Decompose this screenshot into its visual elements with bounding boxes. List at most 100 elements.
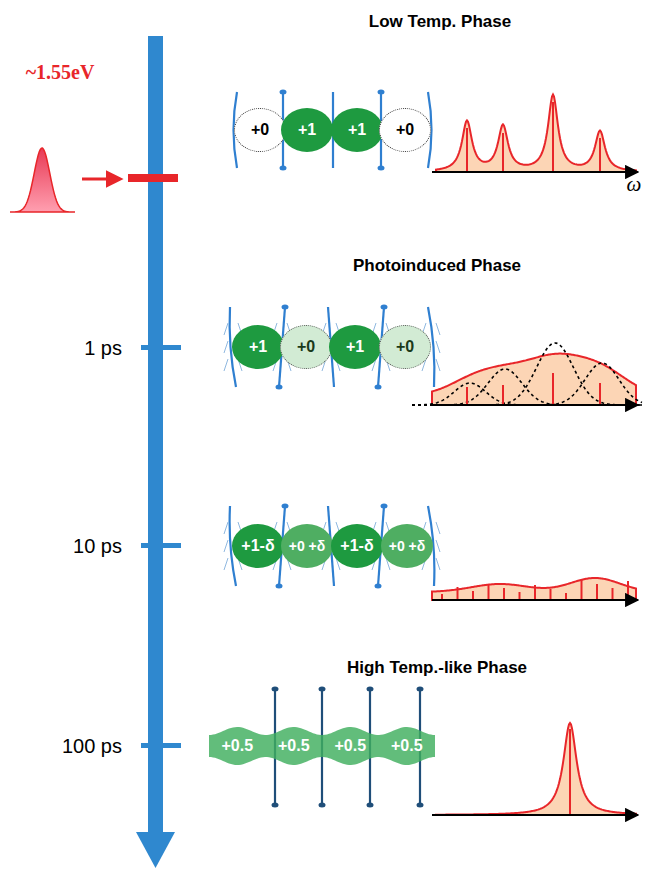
vibration-mark bbox=[436, 540, 440, 552]
frequency-axis bbox=[432, 599, 638, 601]
molecule-end bbox=[378, 166, 385, 171]
charge-value: +0 +δ bbox=[389, 538, 426, 554]
phase-heading: Low Temp. Phase bbox=[369, 12, 511, 32]
molecule-end bbox=[378, 90, 385, 95]
vibration-mark bbox=[224, 540, 228, 552]
molecule-end bbox=[282, 504, 289, 509]
vibration-mark bbox=[436, 558, 440, 570]
band-fill bbox=[209, 727, 435, 765]
vibration-mark bbox=[436, 323, 440, 335]
mode-stick bbox=[472, 591, 474, 600]
charge-value: +0.5 bbox=[221, 737, 253, 755]
frequency-axis bbox=[432, 404, 638, 406]
molecule-end bbox=[319, 803, 326, 808]
molecule-end bbox=[375, 385, 382, 390]
charge-value: +1-δ bbox=[241, 537, 274, 555]
charge-value: +1 bbox=[348, 121, 366, 139]
vibration-mark bbox=[224, 522, 228, 534]
molecule-end bbox=[280, 90, 287, 95]
molecule-end bbox=[381, 305, 388, 310]
phase-heading: Photoinduced Phase bbox=[353, 256, 521, 276]
vibration-mark bbox=[224, 359, 228, 371]
molecule-charge: +1 bbox=[331, 108, 383, 152]
pump-arrow bbox=[82, 178, 120, 181]
molecule-end bbox=[381, 504, 388, 509]
molecule-charge: +0 bbox=[280, 325, 332, 369]
mode-gaussian bbox=[412, 343, 642, 405]
charge-value: +0 bbox=[297, 338, 315, 356]
photon-energy: ~1.55eV bbox=[26, 61, 95, 84]
mode-stick bbox=[627, 581, 629, 600]
mode-stick bbox=[612, 588, 614, 600]
phase-heading: High Temp.-like Phase bbox=[347, 658, 527, 678]
mode-stick bbox=[488, 584, 490, 600]
charge-value: +0.5 bbox=[278, 737, 310, 755]
vibration-mark bbox=[224, 341, 228, 353]
charge-value: +0 bbox=[251, 121, 269, 139]
charge-band: +0.5 +0.5 +0.5 +0.5 bbox=[209, 725, 435, 767]
vibration-mark bbox=[224, 558, 228, 570]
mode-stick bbox=[552, 373, 554, 405]
molecule-end bbox=[276, 584, 283, 589]
molecule-end bbox=[272, 803, 279, 808]
mode-stick bbox=[502, 133, 504, 172]
charge-value: +0 +δ bbox=[289, 538, 326, 554]
molecule-charge: +0 bbox=[234, 108, 286, 152]
mode-gaussian bbox=[412, 363, 642, 405]
pump-pulse bbox=[10, 148, 75, 212]
time-tick bbox=[141, 743, 181, 748]
molecule-charge: +1-δ bbox=[232, 524, 284, 568]
molecule-end bbox=[367, 687, 374, 692]
molecule-charge: +0 +δ bbox=[381, 524, 433, 568]
mode-stick bbox=[534, 585, 536, 600]
charge-value: +1-δ bbox=[340, 537, 373, 555]
mode-stick bbox=[503, 588, 505, 600]
molecule-charge: +1 bbox=[329, 325, 381, 369]
molecule-charge: +1 bbox=[232, 325, 284, 369]
time-tick bbox=[141, 543, 181, 548]
mode-stick bbox=[550, 589, 552, 600]
charge-value: +1 bbox=[249, 338, 267, 356]
mode-stick bbox=[565, 593, 567, 600]
frequency-axis bbox=[432, 171, 638, 173]
vibration-mark bbox=[436, 359, 440, 371]
mode-stick bbox=[502, 385, 504, 405]
charge-value: +0 bbox=[396, 338, 414, 356]
mode-stick bbox=[596, 584, 598, 600]
mode-stick bbox=[599, 383, 601, 405]
charge-value: +1 bbox=[346, 338, 364, 356]
charge-value: +1 bbox=[298, 121, 316, 139]
pump-tick bbox=[128, 174, 178, 182]
time-label: 1 ps bbox=[84, 337, 122, 360]
frequency-axis bbox=[432, 814, 638, 816]
charge-value: +0 bbox=[396, 121, 414, 139]
mode-stick bbox=[519, 592, 521, 600]
mode-stick bbox=[457, 587, 459, 600]
mode-stick bbox=[599, 138, 601, 172]
axis-label: ω bbox=[627, 172, 642, 197]
mode-stick bbox=[569, 729, 571, 815]
time-tick bbox=[141, 345, 181, 350]
molecule-charge: +0 +δ bbox=[281, 524, 333, 568]
vibration-mark bbox=[224, 323, 228, 335]
timeline-arrowhead bbox=[136, 832, 175, 868]
molecule-end bbox=[417, 687, 424, 692]
molecule-charge: +0 bbox=[379, 325, 431, 369]
time-label: 100 ps bbox=[62, 735, 122, 758]
vibration-mark bbox=[436, 522, 440, 534]
charge-value: +0.5 bbox=[391, 737, 423, 755]
charge-value: +0.5 bbox=[334, 737, 366, 755]
molecule-end bbox=[282, 305, 289, 310]
timeline-bar bbox=[148, 36, 163, 836]
molecule-charge: +1-δ bbox=[331, 524, 383, 568]
time-label: 10 ps bbox=[73, 535, 122, 558]
spectrum-curve bbox=[432, 354, 636, 405]
mode-stick bbox=[581, 580, 583, 600]
molecule-charge: +0 bbox=[379, 108, 431, 152]
spectrum-curve bbox=[432, 578, 636, 600]
mode-stick bbox=[466, 128, 468, 172]
molecule-end bbox=[272, 687, 279, 692]
molecule-end bbox=[367, 803, 374, 808]
spectrum-curve bbox=[436, 723, 636, 815]
spectrum-curve bbox=[436, 94, 636, 172]
